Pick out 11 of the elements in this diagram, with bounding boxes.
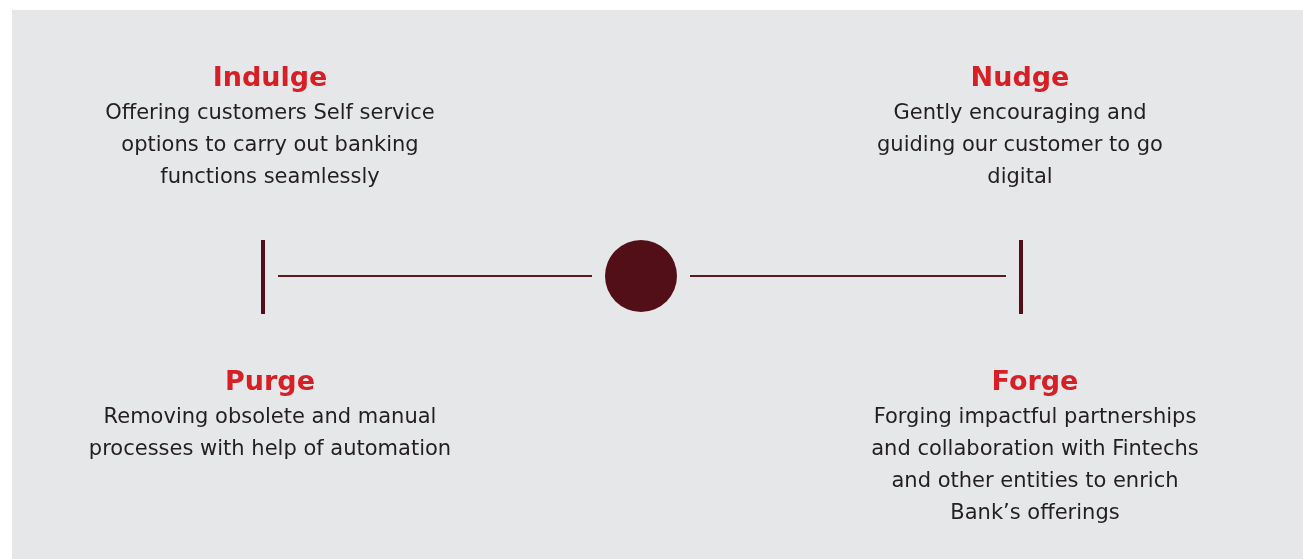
end-bar (261, 240, 265, 314)
heading: Nudge (969, 60, 1071, 94)
heading: Indulge (211, 60, 329, 94)
description: Gently encouraging and guiding our customer to go digital (876, 99, 1164, 190)
end-bar (1019, 240, 1023, 314)
description: Offering customers Self service options to carry out banking functions seamlessly (104, 99, 436, 190)
center-circle (605, 240, 677, 312)
description: Removing obsolete and manual processes with help of automation (87, 403, 453, 462)
description: Forging impactful partnerships and collaboration with Fintechs and other entities to enrich Bank’s offerings (870, 403, 1200, 526)
heading: Purge (224, 364, 316, 398)
heading: Forge (990, 364, 1080, 398)
